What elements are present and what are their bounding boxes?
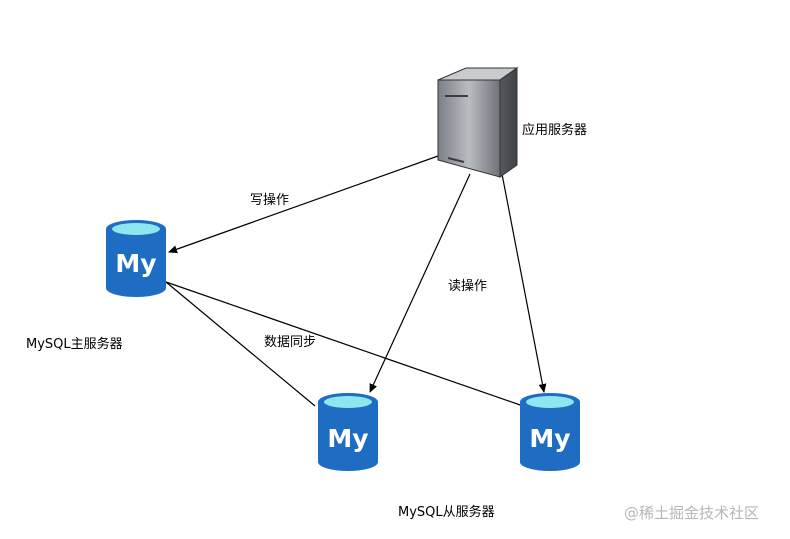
edges	[165, 155, 547, 407]
server-icon	[437, 67, 519, 178]
data-sync-label: 数据同步	[264, 335, 316, 350]
watermark: @稀土掘金技术社区	[624, 504, 759, 522]
read-edge-slave-1	[369, 173, 471, 393]
slave-db-label: MySQL从服务器	[398, 504, 495, 520]
app-server-label: 应用服务器	[522, 122, 587, 138]
slave-db-1-icon: My	[318, 393, 378, 471]
slave-db-2-icon: My	[520, 393, 580, 471]
master-db-logo: My	[115, 249, 156, 278]
slave-db-1-logo: My	[327, 424, 368, 453]
master-db-icon: My	[106, 220, 166, 297]
read-operation-label: 读操作	[448, 278, 487, 294]
master-db-label: MySQL主服务器	[26, 336, 123, 352]
read-edge-slave-2	[501, 173, 547, 393]
sync-edge-slave-2	[165, 281, 524, 407]
sync-edge-slave-1	[165, 281, 316, 407]
slave-db-2-logo: My	[529, 424, 570, 453]
write-edge	[168, 155, 439, 254]
write-operation-label: 写操作	[250, 192, 289, 208]
